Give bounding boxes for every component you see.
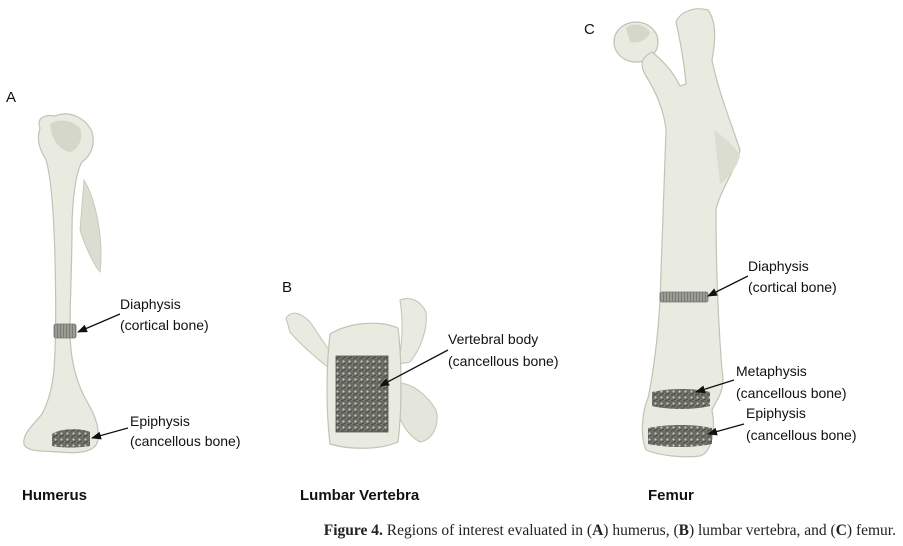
caption-ref-b: B <box>678 522 689 539</box>
caption-label: Figure 4. <box>323 522 383 539</box>
caption-text-3: ) lumbar vertebra, and ( <box>688 522 836 539</box>
femur-diaphysis-pointer <box>707 275 749 297</box>
figure-caption: Figure 4. Regions of interest evaluated … <box>176 522 896 540</box>
panel-c-letter: C <box>584 21 595 38</box>
panel-a-letter: A <box>6 89 16 106</box>
femur-epiphysis-label: Epiphysis <box>746 405 806 421</box>
panel-b: B Vertebral body (cancellous bone) Lumba… <box>282 279 559 504</box>
femur-metaphysis-sublabel: (cancellous bone) <box>736 385 847 401</box>
vertebra-bone <box>285 298 438 449</box>
humerus-diaphysis-pointer <box>77 313 121 333</box>
humerus-epiphysis-label: Epiphysis <box>130 413 190 429</box>
panel-a: A Diaphysis (cortical bone) Epiphysis (c… <box>6 89 241 504</box>
femur-bone <box>613 8 741 458</box>
femur-epiphysis-pointer <box>707 423 745 436</box>
vertebral-body-sublabel: (cancellous bone) <box>448 353 559 369</box>
humerus-diaphysis-label: Diaphysis <box>120 296 181 312</box>
caption-ref-c: C <box>835 522 847 539</box>
caption-ref-a: A <box>592 522 604 539</box>
caption-text-4: ) femur. <box>846 522 896 539</box>
humerus-bone <box>23 113 102 454</box>
panel-c: C Diaphysis (cortical bone) Metaphysis (… <box>584 8 857 504</box>
femur-metaphysis-pointer <box>695 379 735 394</box>
femur-title: Femur <box>648 487 694 504</box>
caption-text-1: Regions of interest evaluated in ( <box>382 522 593 539</box>
humerus-diaphysis-sublabel: (cortical bone) <box>120 317 209 333</box>
panel-b-letter: B <box>282 279 292 296</box>
femur-diaphysis-sublabel: (cortical bone) <box>748 279 837 295</box>
femur-epiphysis-sublabel: (cancellous bone) <box>746 427 857 443</box>
humerus-epiphysis-pointer <box>91 427 129 440</box>
femur-diaphysis-label: Diaphysis <box>748 258 809 274</box>
vertebral-body-label: Vertebral body <box>448 331 538 347</box>
vertebra-title: Lumbar Vertebra <box>300 487 420 504</box>
humerus-epiphysis-sublabel: (cancellous bone) <box>130 433 241 449</box>
caption-text-2: ) humerus, ( <box>603 522 679 539</box>
vertebral-body-pointer <box>379 349 449 387</box>
femur-metaphysis-label: Metaphysis <box>736 363 807 379</box>
humerus-title: Humerus <box>22 487 87 504</box>
